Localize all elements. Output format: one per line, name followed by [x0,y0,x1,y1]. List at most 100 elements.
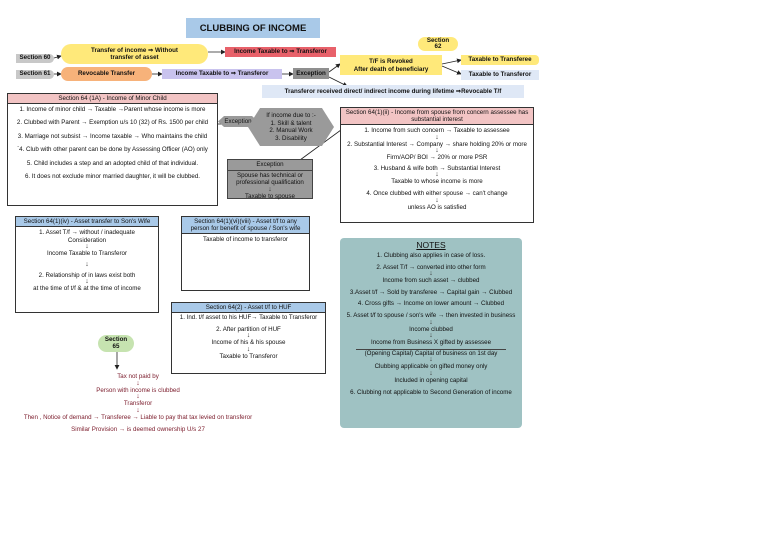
section62-badge: Section 62 [418,37,458,51]
exception-skill-badge: Exception [218,116,258,127]
list-item: unless AO is satisfied [407,203,467,211]
transfer-without-asset-node: Transfer of income ⇒ Without transfer of… [61,44,208,64]
list-item: Income Taxable to Transferor [46,250,128,258]
taxable-to-transferor-node: Taxable to Transferor [461,70,539,80]
sec64-1iv-header: Section 64(1)(iv) - Asset transfer to So… [16,217,158,227]
exception-badge-top: Exception [293,68,329,79]
section65-text: Section 65 [104,336,128,350]
list-item: 4. Once clubbed with either spouse → can… [366,189,508,197]
note-item: 5. Asset t/f to spouse / son's wife → th… [346,311,516,319]
list-item: 2. Relationship of in laws exist both [38,271,136,279]
sec65-line: Similar Provision → is deemed ownership … [71,426,205,434]
list-item: 6. It does not exclude minor married dau… [24,173,201,181]
down-arrow-icon: ↓ [435,171,439,179]
section62-text: Section 62 [426,36,450,50]
down-arrow-icon: ↓ [429,369,433,377]
sec64-1iv-box: Section 64(1)(iv) - Asset transfer to So… [15,216,159,313]
revoked-node: T/F is Revoked After death of beneficiar… [340,55,442,75]
note-item: 3.Asset t/f → Sold by transferee → Capit… [349,288,513,296]
down-arrow-icon: ↓ [268,185,272,193]
sec65-line: Then , Notice of demand → Transferee → L… [23,413,253,421]
income-taxable-transferor-1: Income Taxable to ⇒ Transferor [225,47,336,57]
note-item: (Opening Capital) Capital of business on… [364,349,498,357]
down-arrow-icon: ↓ [429,318,433,326]
sec64-2-box: Section 64(2) - Asset t/f to HUF 1. Ind.… [171,302,326,374]
sec64-1a-box: Section 64 (1A) - Income of Minor Child … [7,93,218,206]
note-item: 4. Cross gifts → Income on lower amount … [357,300,505,308]
notes-box: NOTES 1. Clubbing also applies in case o… [340,238,522,428]
down-arrow-icon: ↓ [435,133,439,141]
exception-skill-intro: If income due to :- [266,112,316,119]
down-arrow-icon: ↓ [246,332,251,340]
list-item: 2. Substantial Interest → Company → shar… [347,140,527,148]
list-item: Taxable to Transferor [219,352,278,360]
note-item: 1. Clubbing also applies in case of loss… [376,252,486,259]
list-item: 3. Husband & wife both → Substantial Int… [373,164,501,172]
section61-label: Section 61 [16,70,54,79]
down-arrow-icon: ↓ [435,196,439,204]
down-arrow-icon: ↓ [85,278,89,286]
down-arrow-icon: ↓ [246,345,251,353]
list-item: Firm/AOP/ BOI → 20% or more PSR [386,154,488,162]
list-item: Income of his & his spouse [211,339,286,347]
list-item: 2. Clubbed with Parent → Exemption u/s 1… [16,119,209,127]
note-item: 6. Clubbing not applicable to Second Gen… [350,388,512,396]
sec64-1ii-header: Section 64(1)(ii) - Income from spouse f… [341,108,533,125]
sec65-text-block: Tax not paid by ↓ Person with income is … [0,373,276,434]
down-arrow-icon: ↓ [136,379,140,387]
list-item: 1. Income from such concern → Taxable to… [364,127,510,134]
down-arrow-icon: ↓ [435,147,439,155]
transfer-without-asset-text: Transfer of income ⇒ Without transfer of… [91,46,178,61]
received-during-lifetime-note: Transferor received direct/ indirect inc… [262,85,524,98]
down-arrow-icon: ↓ [136,393,140,401]
section65-badge: Section 65 [98,335,134,352]
list-item: 2. Manual Work [269,127,313,135]
note-item: 2. Asset T/f → converted into other form [376,263,486,271]
down-arrow-icon: ↓ [429,332,433,340]
sec65-line: Transferor [123,400,153,408]
exception-spouse-text: Spouse has technical or professional qua… [228,169,312,187]
list-item: 3. Disability [275,134,307,142]
revoked-line2: After death of beneficiary [353,65,429,73]
sec65-line: Person with income is clubbed [96,386,180,394]
list-item: 2. After partition of HUF [216,325,281,333]
list-item: 5. Child includes a step and an adopted … [26,159,199,167]
exception-spouse-label: Exception [256,161,284,168]
note-item: Income from such asset → clubbed [382,277,480,285]
exception-spouse-result: Taxable to spouse [245,192,295,200]
down-arrow-icon: ↓ [429,356,433,364]
sec64-1a-header: Section 64 (1A) - Income of Minor Child [8,94,217,104]
sec64-1ii-box: Section 64(1)(ii) - Income from spouse f… [340,107,534,223]
down-arrow-icon: ↓ [429,270,433,278]
down-arrow-icon: ↓ [85,243,89,251]
list-item: 1. Skill & talent [270,119,312,127]
list-item: 1. Income of minor child → Taxable →Pare… [19,106,206,113]
note-item: Included in opening capital [394,376,468,384]
page-title: CLUBBING OF INCOME [186,18,320,38]
notes-title: NOTES [416,240,446,250]
down-arrow-icon: ↓ [136,406,140,414]
sec64-1vii-header: Section 64(1)(vi)(viii) - Asset t/f to a… [182,217,309,234]
revoked-line1: T/F is Revoked [369,58,413,65]
down-arrow-icon: ↓ [85,260,89,268]
list-item: 3. Marriage not subsist → Income taxable… [17,132,208,140]
list-item: 1. Asset T/f → without / inadequate Cons… [39,229,135,244]
sec64-2-header: Section 64(2) - Asset t/f to HUF [172,303,325,313]
revocable-transfer-node: Revocable Transfer [61,67,152,81]
list-item: Taxable to whose income is more [391,178,483,186]
note-item: Income from Business X gifted by assesse… [370,339,492,347]
list-item: `4. Club with other parent can be done b… [17,146,208,154]
sec64-1vii-box: Section 64(1)(vi)(viii) - Asset t/f to a… [181,216,310,291]
note-item: Income clubbed [409,325,453,333]
income-taxable-transferor-2: Income Taxable to ⇒ Transferor [162,69,282,79]
exception-spouse-box: Exception Spouse has technical or profes… [227,159,313,200]
list-item: 1. Ind. t/f asset to his HUF→ Taxable to… [179,314,318,321]
taxable-to-transferee-node: Taxable to Transferee [461,55,539,65]
sec65-line: Tax not paid by [117,373,159,380]
exception-skill-shape: If income due to :- 1. Skill & talent 2.… [248,108,334,146]
section60-label: Section 60 [16,54,54,63]
list-item: at the time of t/f & at the time of inco… [33,285,141,293]
note-item: Clubbing applicable on gifted money only [374,363,488,371]
sec64-1vii-text: Taxable of income to transferor [203,236,288,243]
